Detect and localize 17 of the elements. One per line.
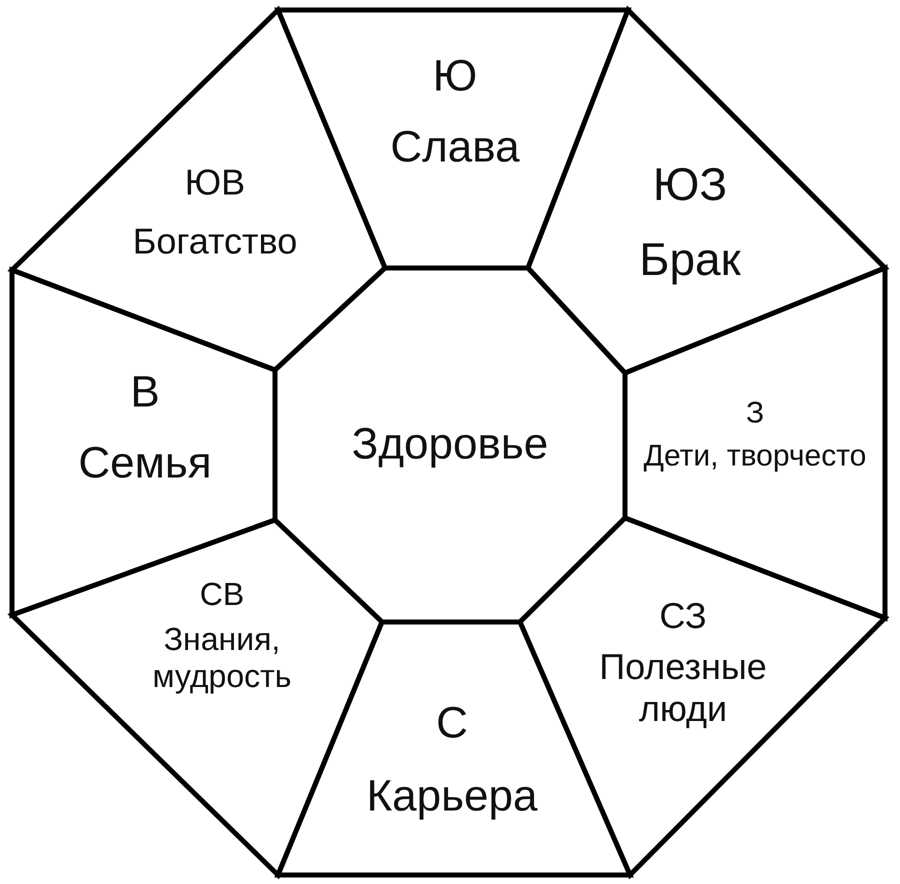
- direction-label: В: [130, 367, 160, 418]
- sector-label: Полезные люди: [598, 646, 768, 730]
- sector-label: Слава: [390, 122, 520, 173]
- direction-label: ЮЗ: [652, 158, 728, 211]
- sector-label: Дети, творчесто: [644, 439, 866, 474]
- direction-label: ЮВ: [184, 162, 246, 203]
- sector-label: Карьера: [366, 771, 538, 822]
- direction-label: СВ: [200, 576, 244, 613]
- sector-label: Брак: [639, 233, 741, 286]
- direction-label: С: [436, 698, 468, 749]
- sector-label: Богатство: [132, 221, 298, 262]
- direction-label: СЗ: [659, 594, 707, 636]
- sector-label: Семья: [78, 438, 212, 489]
- direction-label: З: [746, 396, 764, 431]
- direction-label: Ю: [432, 51, 478, 102]
- sector-label: Здоровье: [352, 420, 548, 470]
- sector-label: Знания, мудрость: [152, 620, 292, 694]
